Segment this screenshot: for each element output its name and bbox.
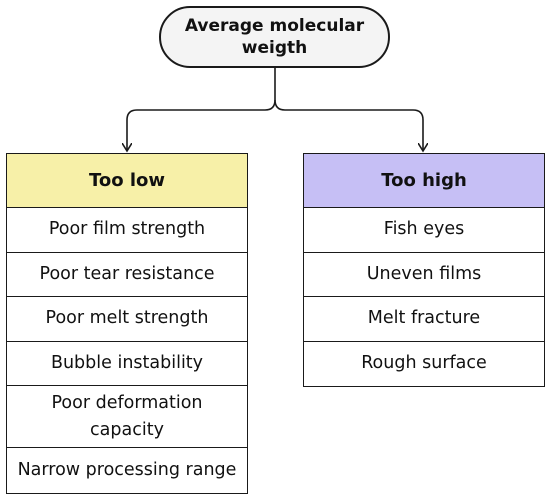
- too-high-item-label: Fish eyes: [383, 219, 465, 240]
- too-low-item-label: Narrow processing range: [17, 459, 237, 480]
- too-high-item: Melt fracture: [304, 297, 544, 342]
- too-high-item: Uneven films: [304, 253, 544, 297]
- too-low-item: Narrow processing range: [7, 448, 247, 493]
- too-low-header: Too low: [7, 154, 247, 208]
- too-low-item-label: Bubble instability: [50, 352, 204, 373]
- too-high-item-label: Melt fracture: [367, 308, 481, 329]
- too-high-item-label: Rough surface: [361, 353, 487, 374]
- too-low-item-label: Poor deformation capacity: [51, 392, 203, 440]
- too-low-item: Bubble instability: [7, 342, 247, 386]
- right-branch-line: [274, 99, 423, 151]
- too-low-item: Poor melt strength: [7, 297, 247, 342]
- too-low-item-label: Poor melt strength: [45, 308, 209, 329]
- too-low-item-label: Poor film strength: [48, 219, 206, 240]
- too-low-title: Too low: [88, 170, 166, 191]
- too-high-item: Fish eyes: [304, 208, 544, 253]
- too-low-item: Poor film strength: [7, 208, 247, 253]
- too-low-item: Poor deformation capacity: [7, 386, 247, 448]
- trunk-line: [127, 68, 276, 151]
- too-low-column: Too low Poor film strength Poor tear res…: [6, 153, 248, 494]
- too-high-column: Too high Fish eyes Uneven films Melt fra…: [303, 153, 545, 387]
- too-high-title: Too high: [381, 170, 467, 191]
- too-high-item: Rough surface: [304, 342, 544, 387]
- root-node-label: Average molecular weigth: [184, 16, 365, 58]
- too-low-item-label: Poor tear resistance: [39, 263, 215, 284]
- too-high-item-label: Uneven films: [366, 263, 482, 284]
- too-high-header: Too high: [304, 154, 544, 208]
- too-low-item: Poor tear resistance: [7, 253, 247, 297]
- root-node-average-molecular-weight: Average molecular weigth: [159, 6, 390, 68]
